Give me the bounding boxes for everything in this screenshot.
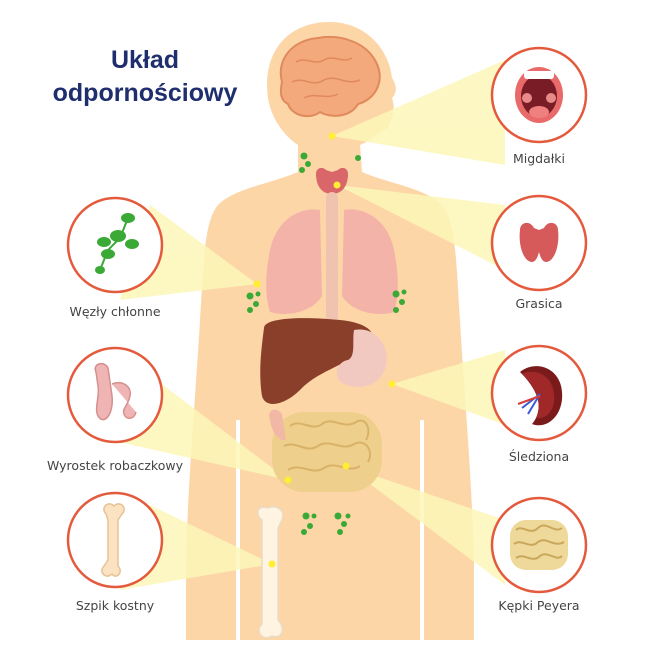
open-mouth-tonsils-icon xyxy=(515,67,563,123)
thyroid-icon xyxy=(316,167,348,194)
spleen-icon xyxy=(517,366,563,426)
thymus-gland-icon xyxy=(519,222,559,262)
appendix-icon xyxy=(94,362,137,421)
left-lung-icon xyxy=(266,209,322,315)
pointer-dots xyxy=(253,132,396,568)
intestines-icon xyxy=(269,409,382,492)
stomach-icon xyxy=(336,329,387,387)
right-lung-icon xyxy=(342,209,398,315)
intestine-icon xyxy=(510,520,568,570)
diagram-title: Układ odpornościowy xyxy=(40,44,250,110)
lymph-node-clusters xyxy=(246,152,407,535)
title-line-2: odpornościowy xyxy=(52,79,238,107)
callout-appendix xyxy=(66,346,164,444)
bone-icon xyxy=(101,503,125,577)
label-peyer: Kępki Peyera xyxy=(498,598,580,613)
brain-icon xyxy=(279,36,381,118)
callout-spleen xyxy=(490,344,588,442)
label-marrow: Szpik kostny xyxy=(75,598,155,613)
callout-peyer xyxy=(490,496,588,594)
title-line-1: Układ xyxy=(110,46,180,74)
label-spleen: Śledziona xyxy=(508,449,570,464)
lymph-node-chain-icon xyxy=(95,213,139,274)
label-tonsils: Migdałki xyxy=(512,151,566,166)
brain-folds xyxy=(291,57,361,99)
label-thymus: Grasica xyxy=(515,296,563,311)
callout-thymus xyxy=(490,194,588,292)
label-appendix: Wyrostek robaczkowy xyxy=(47,458,183,473)
callout-lymph xyxy=(66,196,164,294)
femur-bone-icon xyxy=(257,506,284,639)
trachea xyxy=(326,192,338,342)
liver-icon xyxy=(260,318,373,404)
callout-marrow xyxy=(66,491,164,589)
callout-tonsils xyxy=(490,46,588,144)
label-lymph: Węzły chłonne xyxy=(69,304,161,319)
